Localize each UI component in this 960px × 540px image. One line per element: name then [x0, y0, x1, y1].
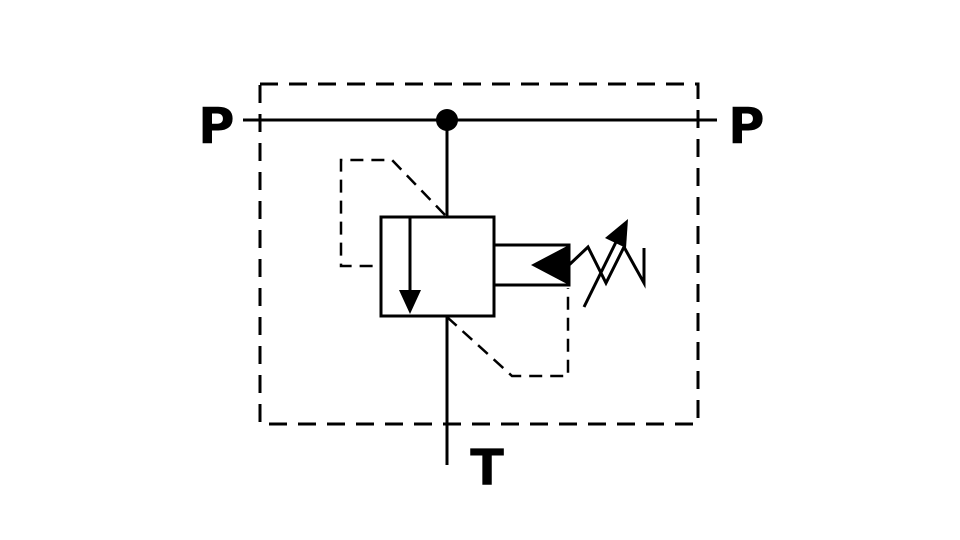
adjustable-arrow-icon — [582, 219, 628, 308]
valve-enclosure-dashed — [258, 82, 700, 426]
port-label-left: P — [198, 97, 235, 155]
port-label-right: P — [728, 97, 765, 155]
pilot-line-upper — [339, 158, 446, 268]
flow-arrow — [399, 217, 421, 314]
valve-body — [379, 215, 496, 318]
spring-icon — [567, 243, 646, 289]
actuator-triangle — [531, 245, 569, 285]
drain-line-lower — [446, 288, 570, 378]
port-label-tank: T — [470, 439, 504, 497]
